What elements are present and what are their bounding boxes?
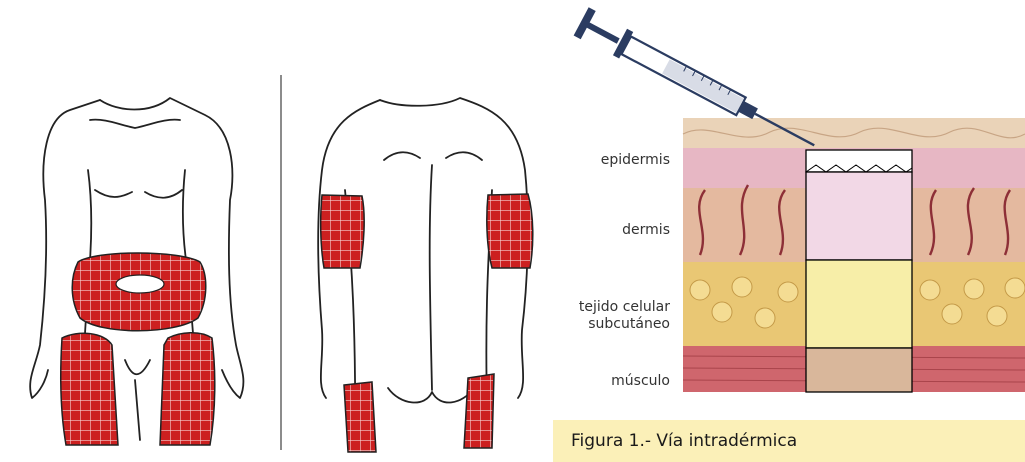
center-dermis — [806, 172, 912, 260]
label-muscle: músculo — [560, 373, 670, 390]
figure-caption: Figura 1.- Vía intradérmica — [571, 431, 797, 451]
skin-cross-section — [683, 118, 1025, 392]
skin-surface-band — [683, 118, 1025, 148]
back-injection-zones — [321, 194, 533, 452]
center-subcutaneous — [806, 260, 912, 348]
label-subcutaneous: tejido celular subcutáneo — [556, 299, 670, 333]
label-epidermis: epidermis — [560, 152, 670, 169]
caption-bar: Figura 1.- Vía intradérmica — [553, 420, 1025, 462]
label-dermis: dermis — [560, 222, 670, 239]
center-muscle — [806, 348, 912, 392]
